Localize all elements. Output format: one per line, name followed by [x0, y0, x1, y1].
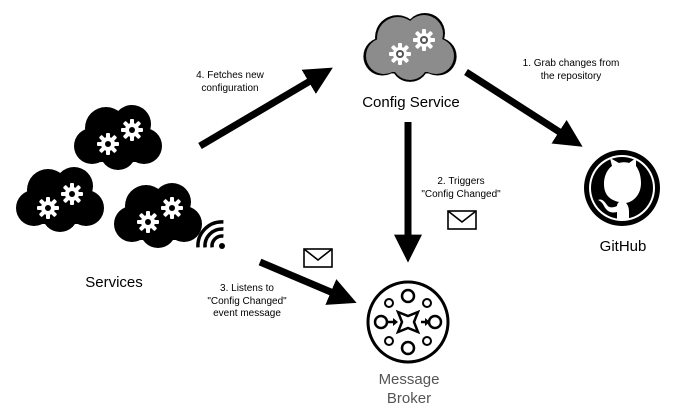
edge-label-line: "Config Changed" — [207, 295, 287, 307]
edge-label-triggers: 2. Triggers "Config Changed" — [414, 176, 508, 201]
edge-label-fetches: 4. Fetches new configuration — [180, 70, 280, 95]
arrow-fetches — [198, 67, 333, 150]
arrow-grab-changes — [464, 69, 583, 147]
config-service-label: Config Service — [362, 94, 460, 111]
edge-label-line: configuration — [201, 82, 259, 94]
edge-label-line: 4. Fetches new — [196, 70, 264, 81]
edge-label-line: 1. Grab changes from — [522, 58, 620, 69]
message-broker-label-line: Message — [378, 371, 440, 388]
arrow-listens — [258, 258, 357, 305]
message-broker-icon — [366, 280, 450, 364]
services-label: Services — [85, 274, 143, 291]
service-cloud-icon — [74, 105, 162, 170]
service-cloud-icon — [16, 167, 104, 232]
edge-label-line: "Config Changed" — [421, 188, 501, 200]
config-service-cloud-icon — [363, 13, 457, 82]
message-broker-label-line: Broker — [386, 389, 432, 407]
message-broker-label: Message Broker — [364, 371, 454, 409]
edge-label-line: event message — [213, 308, 281, 319]
wifi-signal-icon — [196, 220, 225, 249]
edge-label-line: 3. Listens to — [220, 283, 274, 294]
edge-label-grab-changes: 1. Grab changes from the repository — [506, 58, 636, 83]
edge-label-line: 2. Triggers — [437, 176, 485, 187]
github-label: GitHub — [599, 238, 647, 255]
edge-label-listens: 3. Listens to "Config Changed" event mes… — [192, 283, 302, 321]
service-cloud-icon — [114, 183, 202, 248]
envelope-icon — [303, 248, 333, 268]
envelope-icon — [447, 210, 477, 230]
edge-label-line: the repository — [540, 70, 602, 82]
github-octocat-icon — [584, 150, 660, 226]
